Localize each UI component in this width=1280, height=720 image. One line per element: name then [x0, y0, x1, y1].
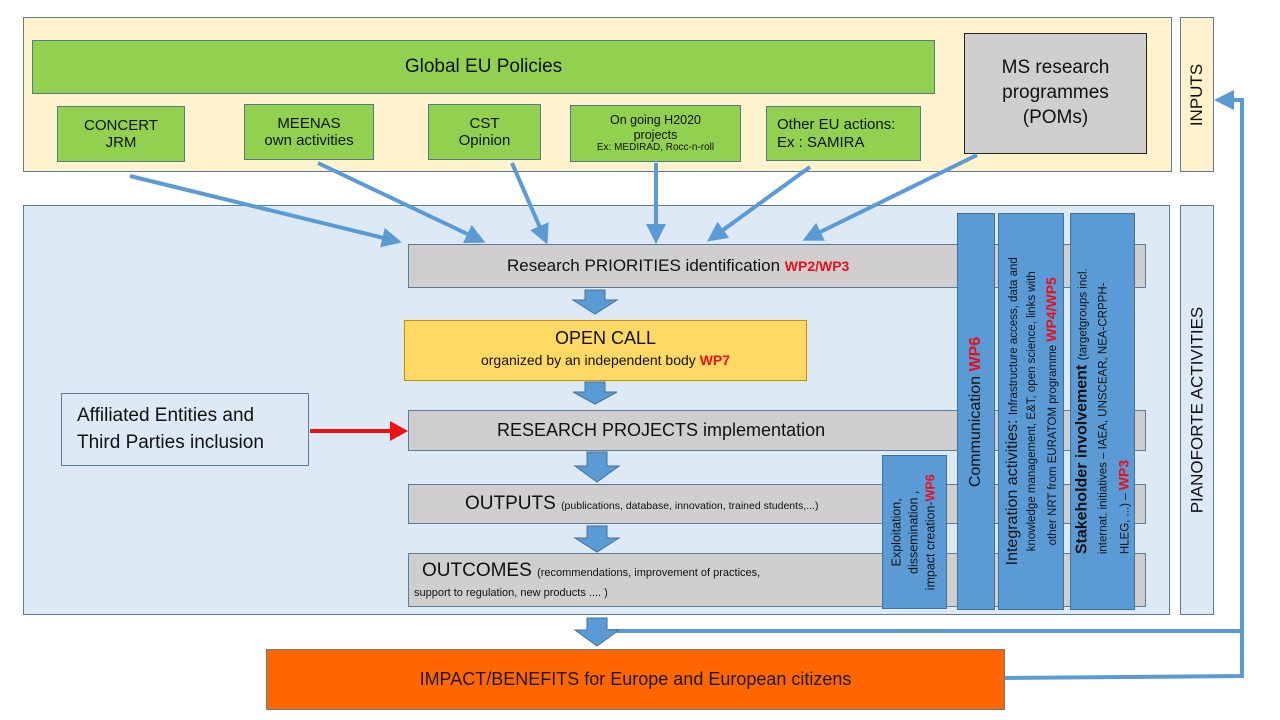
source-concert-box: CONCERT JRM	[57, 106, 185, 162]
ms-label: MS research	[1001, 57, 1110, 79]
source-label: Opinion	[458, 132, 511, 149]
outcomes-detail: support to regulation, new products ....…	[414, 587, 608, 599]
outputs-title: OUTPUTS	[465, 493, 562, 514]
stakeholder-column: Stakeholder involvement (targetgroups in…	[1070, 213, 1135, 610]
inputs-label: INPUTS	[1180, 17, 1214, 172]
affiliated-label: Affiliated Entities and	[77, 404, 255, 426]
column-text: Exploitation,	[890, 497, 905, 567]
source-label: Ex: MEDIRAD, Rocc-n-roll	[596, 142, 715, 154]
activities-label-text: PIANOFORTE ACTIVITIES	[1187, 306, 1206, 514]
outcomes-title: OUTCOMES	[422, 560, 538, 581]
impact-label: IMPACT/BENEFITS for Europe and European …	[419, 669, 852, 689]
wp-tag: WP6	[923, 473, 938, 502]
wp-tag: WP3	[1114, 460, 1131, 491]
wp-tag: WP7	[699, 352, 731, 368]
open-call-subtitle: organized by an independent body	[480, 352, 700, 368]
ms-label: (POMs)	[1022, 106, 1089, 128]
source-meenas-box: MEENAS own activities	[244, 104, 374, 160]
priorities-label: Research PRIORITIES identification	[507, 256, 785, 275]
ms-label: programmes	[1002, 82, 1109, 104]
outputs-detail: (publications, database, innovation, tra…	[561, 500, 819, 512]
research-projects-label: RESEARCH PROJECTS implementation	[497, 420, 826, 440]
source-other-eu-box: Other EU actions: Ex : SAMIRA	[766, 106, 921, 161]
integration-column: Integration activities: Infrastructure a…	[998, 213, 1064, 610]
affiliated-label: Third Parties inclusion	[77, 431, 264, 453]
wp-tag: WP4/WP5	[1042, 277, 1059, 342]
column-text: Communication	[967, 371, 984, 487]
column-text: impact creation-	[923, 501, 938, 591]
source-label: CONCERT	[84, 116, 158, 134]
open-call-title: OPEN CALL	[554, 328, 657, 348]
source-label: projects	[633, 127, 678, 142]
column-title: Stakeholder involvement	[1073, 360, 1091, 555]
outcomes-detail: (recommendations, improvement of practic…	[537, 567, 761, 579]
column-text: Infrastructure access, data and	[1007, 257, 1020, 416]
affiliated-entities-box: Affiliated Entities and Third Parties in…	[61, 393, 309, 466]
source-label: CST	[469, 114, 500, 132]
column-text: (targetgroups incl.	[1077, 268, 1090, 361]
column-text: knowledge management, E&T, open science,…	[1025, 271, 1038, 552]
column-text: dissemination ,	[907, 490, 922, 574]
source-label: JRM	[105, 134, 137, 151]
source-label: MEENAS	[277, 114, 341, 132]
source-label: own activities	[264, 132, 354, 149]
down-arrow-5	[573, 617, 621, 647]
column-text: HLEG, ...) –	[1118, 490, 1131, 555]
column-title: Integration activities:	[1003, 415, 1021, 566]
source-label: On going H2020	[609, 113, 702, 128]
source-label: Ex : SAMIRA	[777, 133, 865, 151]
exploitation-column: Exploitation, dissemination , impact cre…	[882, 455, 947, 609]
inputs-label-text: INPUTS	[1187, 63, 1206, 126]
column-text: other NRT from EURATOM programme	[1046, 341, 1059, 546]
ms-programmes-box: MS research programmes (POMs)	[964, 33, 1147, 154]
column-text: internat. initiatives – IAEA, UNSCEAR, N…	[1097, 282, 1110, 555]
source-cst-box: CST Opinion	[428, 104, 541, 160]
impact-box: IMPACT/BENEFITS for Europe and European …	[266, 649, 1005, 710]
wp-tag: WP6	[967, 336, 984, 372]
source-label: Other EU actions:	[777, 116, 896, 134]
global-eu-policies-box: Global EU Policies	[32, 40, 935, 94]
activities-label: PIANOFORTE ACTIVITIES	[1180, 205, 1214, 615]
global-eu-policies-label: Global EU Policies	[404, 56, 563, 78]
communication-column: Communication WP6	[957, 213, 995, 610]
source-h2020-box: On going H2020 projects Ex: MEDIRAD, Roc…	[570, 105, 741, 162]
open-call-box: OPEN CALL organized by an independent bo…	[404, 320, 807, 381]
wp-tag: WP2/WP3	[784, 258, 850, 274]
